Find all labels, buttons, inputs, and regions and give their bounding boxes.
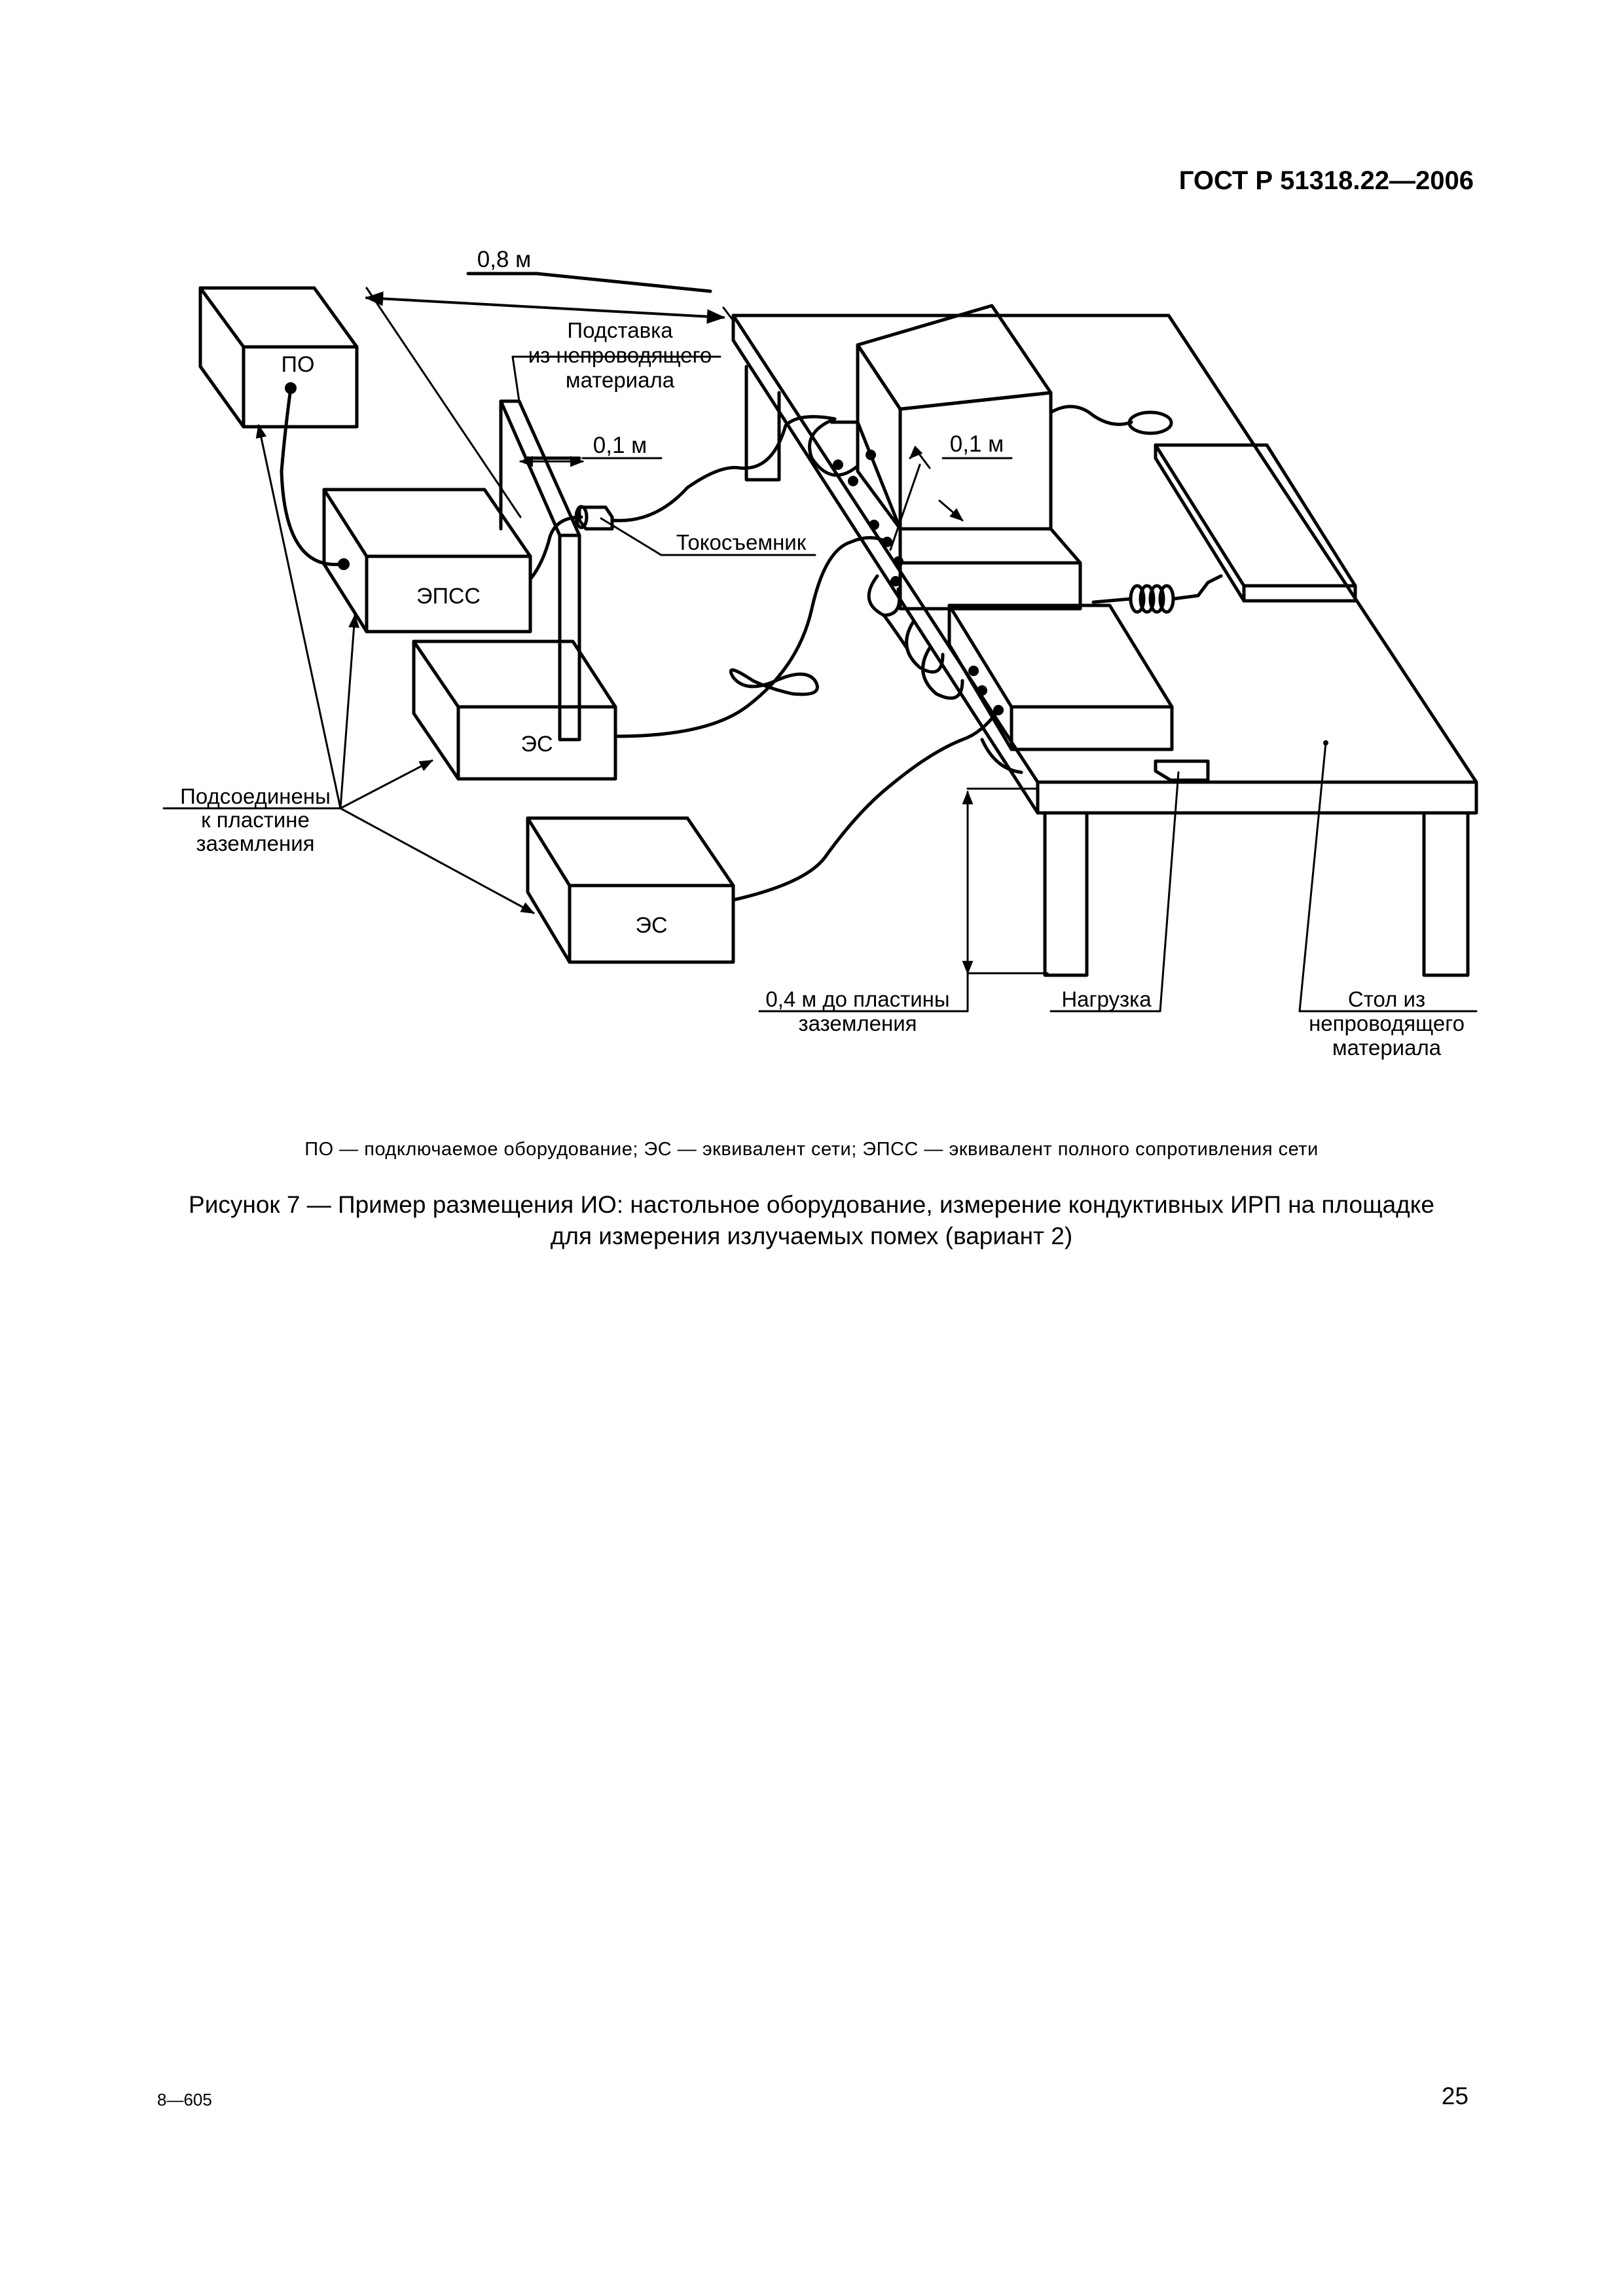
figure-caption-line2: для измерения излучаемых помех (вариант …	[550, 1223, 1073, 1249]
po-box-label: ПО	[282, 352, 315, 377]
figure-legend: ПО — подключаемое оборудование; ЭС — экв…	[304, 1139, 1319, 1160]
sheet-code: 8—605	[157, 2090, 212, 2109]
table-label-line2: непроводящего	[1309, 1011, 1465, 1035]
height-dimension	[758, 787, 1049, 1013]
standard-code: ГОСТ Р 51318.22—2006	[1178, 166, 1474, 195]
stand-label-line2: из непроводящего	[528, 343, 712, 367]
dimension-0-8m	[365, 272, 735, 518]
table-label-line1: Стол из	[1348, 987, 1425, 1011]
cable-connectors	[833, 450, 1004, 715]
network-equivalent-box-1	[412, 639, 617, 781]
dimension-label-0-1m-right: 0,1 м	[950, 431, 1004, 457]
equipment-arrangement-figure: 0,8 м 0,1 м 0,1 м Подставка из непроводя…	[162, 247, 1478, 1060]
es-box-2-label: ЭС	[636, 913, 668, 938]
epss-box-label: ЭПСС	[416, 584, 481, 609]
non-conductive-stand	[499, 399, 581, 742]
dimension-0-1m-left	[519, 456, 663, 467]
grounded-leaders	[162, 423, 535, 914]
height-label-line2: заземления	[798, 1011, 917, 1035]
system-unit	[947, 603, 1174, 751]
cable-bundles	[808, 417, 1023, 774]
grounded-label-line2: к пластине	[201, 808, 310, 832]
epss-connector	[338, 558, 350, 570]
dimension-label-0-8m: 0,8 м	[477, 247, 531, 272]
table-leader	[1298, 740, 1478, 1013]
current-probe-leader	[600, 517, 816, 556]
connected-equipment-box	[198, 286, 359, 429]
monitor	[830, 304, 1082, 611]
stand-label-line1: Подставка	[567, 318, 673, 342]
page-number: 25	[1441, 2083, 1468, 2109]
figure-caption-line1: Рисунок 7 — Пример размещения ИО: настол…	[189, 1191, 1434, 1218]
current-probe-label: Токосъемник	[676, 530, 807, 554]
load-device	[1154, 759, 1210, 782]
mouse	[1127, 410, 1173, 435]
cables	[280, 386, 1000, 902]
dimension-0-1m-right	[889, 445, 1013, 551]
network-equivalent-box-2	[526, 816, 735, 964]
keyboard	[1154, 443, 1357, 603]
non-conductive-table	[731, 314, 1478, 977]
cable-coil	[1091, 574, 1223, 614]
es-box-1-label: ЭС	[521, 732, 553, 757]
lisn-box	[322, 488, 532, 634]
height-label-line1: 0,4 м до пластины	[765, 987, 949, 1011]
stand-leader	[511, 355, 721, 403]
grounded-label-line1: Подсоединены	[180, 784, 331, 808]
stand-label-line3: материала	[566, 368, 675, 392]
load-leader	[1049, 771, 1180, 1013]
grounded-label-line3: заземления	[196, 831, 314, 855]
dimension-label-0-1m-left: 0,1 м	[593, 433, 647, 458]
cable-loop	[729, 668, 819, 696]
table-label-line3: материала	[1332, 1035, 1442, 1060]
load-label: Нагрузка	[1061, 987, 1152, 1011]
